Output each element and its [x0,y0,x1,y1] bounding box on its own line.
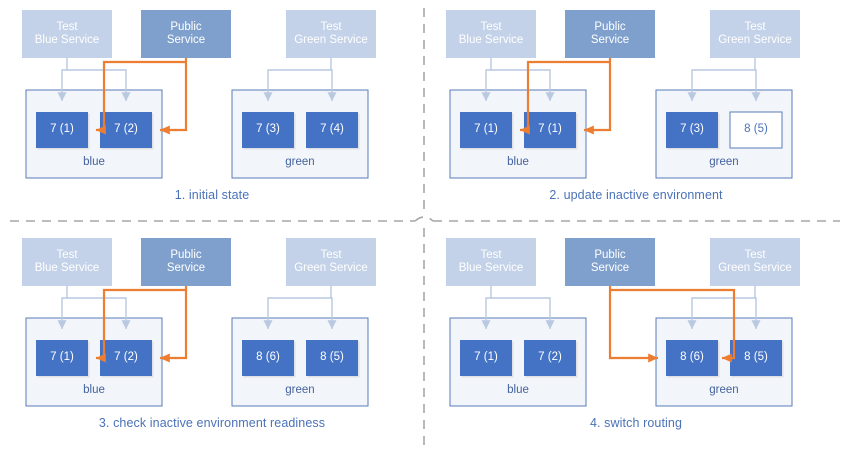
source-box-test-blue-service [446,10,536,58]
service-version-label: 7 (2) [114,123,138,135]
environment-label-blue: blue [507,156,529,168]
environment-label-blue: blue [507,384,529,396]
environment-label-green: green [709,156,739,168]
service-box [36,340,88,376]
test-service-connector [491,69,555,102]
service-version-label: 7 (1) [474,351,498,363]
service-version-label: 7 (1) [474,123,498,135]
service-box [460,340,512,376]
test-service-connector [263,286,332,330]
service-box [100,340,152,376]
service-version-label: 8 (6) [256,351,280,363]
test-service-connector [751,297,761,330]
service-box [306,112,358,148]
service-box [242,112,294,148]
panel-caption: 2. update inactive environment [549,188,723,202]
test-service-connector [327,297,337,330]
service-box [666,112,718,148]
test-service-connector [481,58,492,102]
environment-label-green: green [285,156,315,168]
test-service-connector [67,69,131,102]
source-box-public-service [141,10,231,58]
test-service-connector [491,297,555,330]
test-service-connector [263,58,332,102]
service-box [666,340,718,376]
service-version-label: 7 (1) [50,351,74,363]
service-version-label: 8 (6) [680,351,704,363]
divider-jump [414,216,434,222]
service-box [460,112,512,148]
service-version-label: 7 (3) [680,123,704,135]
source-box-test-green-service [286,238,376,286]
panel-caption: 4. switch routing [589,416,683,430]
test-service-connector [751,69,761,102]
service-box [524,340,576,376]
test-service-connector [481,286,492,330]
public-routing-connector [583,58,612,135]
service-version-label: 7 (1) [538,123,562,135]
panel-4 [446,238,800,407]
public-routing-connector [95,288,186,363]
public-routing-connector [608,286,659,363]
source-box-public-service [565,238,655,286]
service-version-label: 7 (2) [538,351,562,363]
service-version-label: 8 (5) [320,351,344,363]
service-version-label: 8 (5) [744,351,768,363]
source-box-test-green-service [710,238,800,286]
source-box-test-blue-service [22,238,112,286]
test-service-connector [67,297,131,330]
service-box [729,111,783,149]
service-box [524,112,576,148]
public-routing-connector [95,60,186,135]
panel-caption: 3. check inactive environment readiness [98,416,326,430]
service-version-label: 7 (1) [50,123,74,135]
source-box-public-service [141,238,231,286]
source-box-test-green-service [710,10,800,58]
panel-3 [22,238,376,407]
panel-caption: 1. initial state [174,188,250,202]
test-service-connector [327,69,337,102]
panel-1 [22,10,376,179]
environment-label-blue: blue [83,384,105,396]
service-box [306,340,358,376]
source-box-test-green-service [286,10,376,58]
service-version-label: 7 (2) [114,351,138,363]
service-version-label: 8 (5) [744,123,768,135]
service-box [36,112,88,148]
test-service-connector [687,286,756,330]
public-routing-connector [519,60,610,135]
public-routing-connector [159,286,188,363]
service-version-label: 7 (3) [256,123,280,135]
test-service-connector [57,286,68,330]
source-box-public-service [565,10,655,58]
environment-label-green: green [709,384,739,396]
public-routing-connector [159,58,188,135]
test-service-connector [687,58,756,102]
source-box-test-blue-service [446,238,536,286]
service-box [100,112,152,148]
environment-label-green: green [285,384,315,396]
public-routing-connector [610,288,736,363]
service-box [730,340,782,376]
environment-label-blue: blue [83,156,105,168]
test-service-connector [57,58,68,102]
panel-2 [446,10,800,179]
service-box [242,340,294,376]
source-box-test-blue-service [22,10,112,58]
service-version-label: 7 (4) [320,123,344,135]
